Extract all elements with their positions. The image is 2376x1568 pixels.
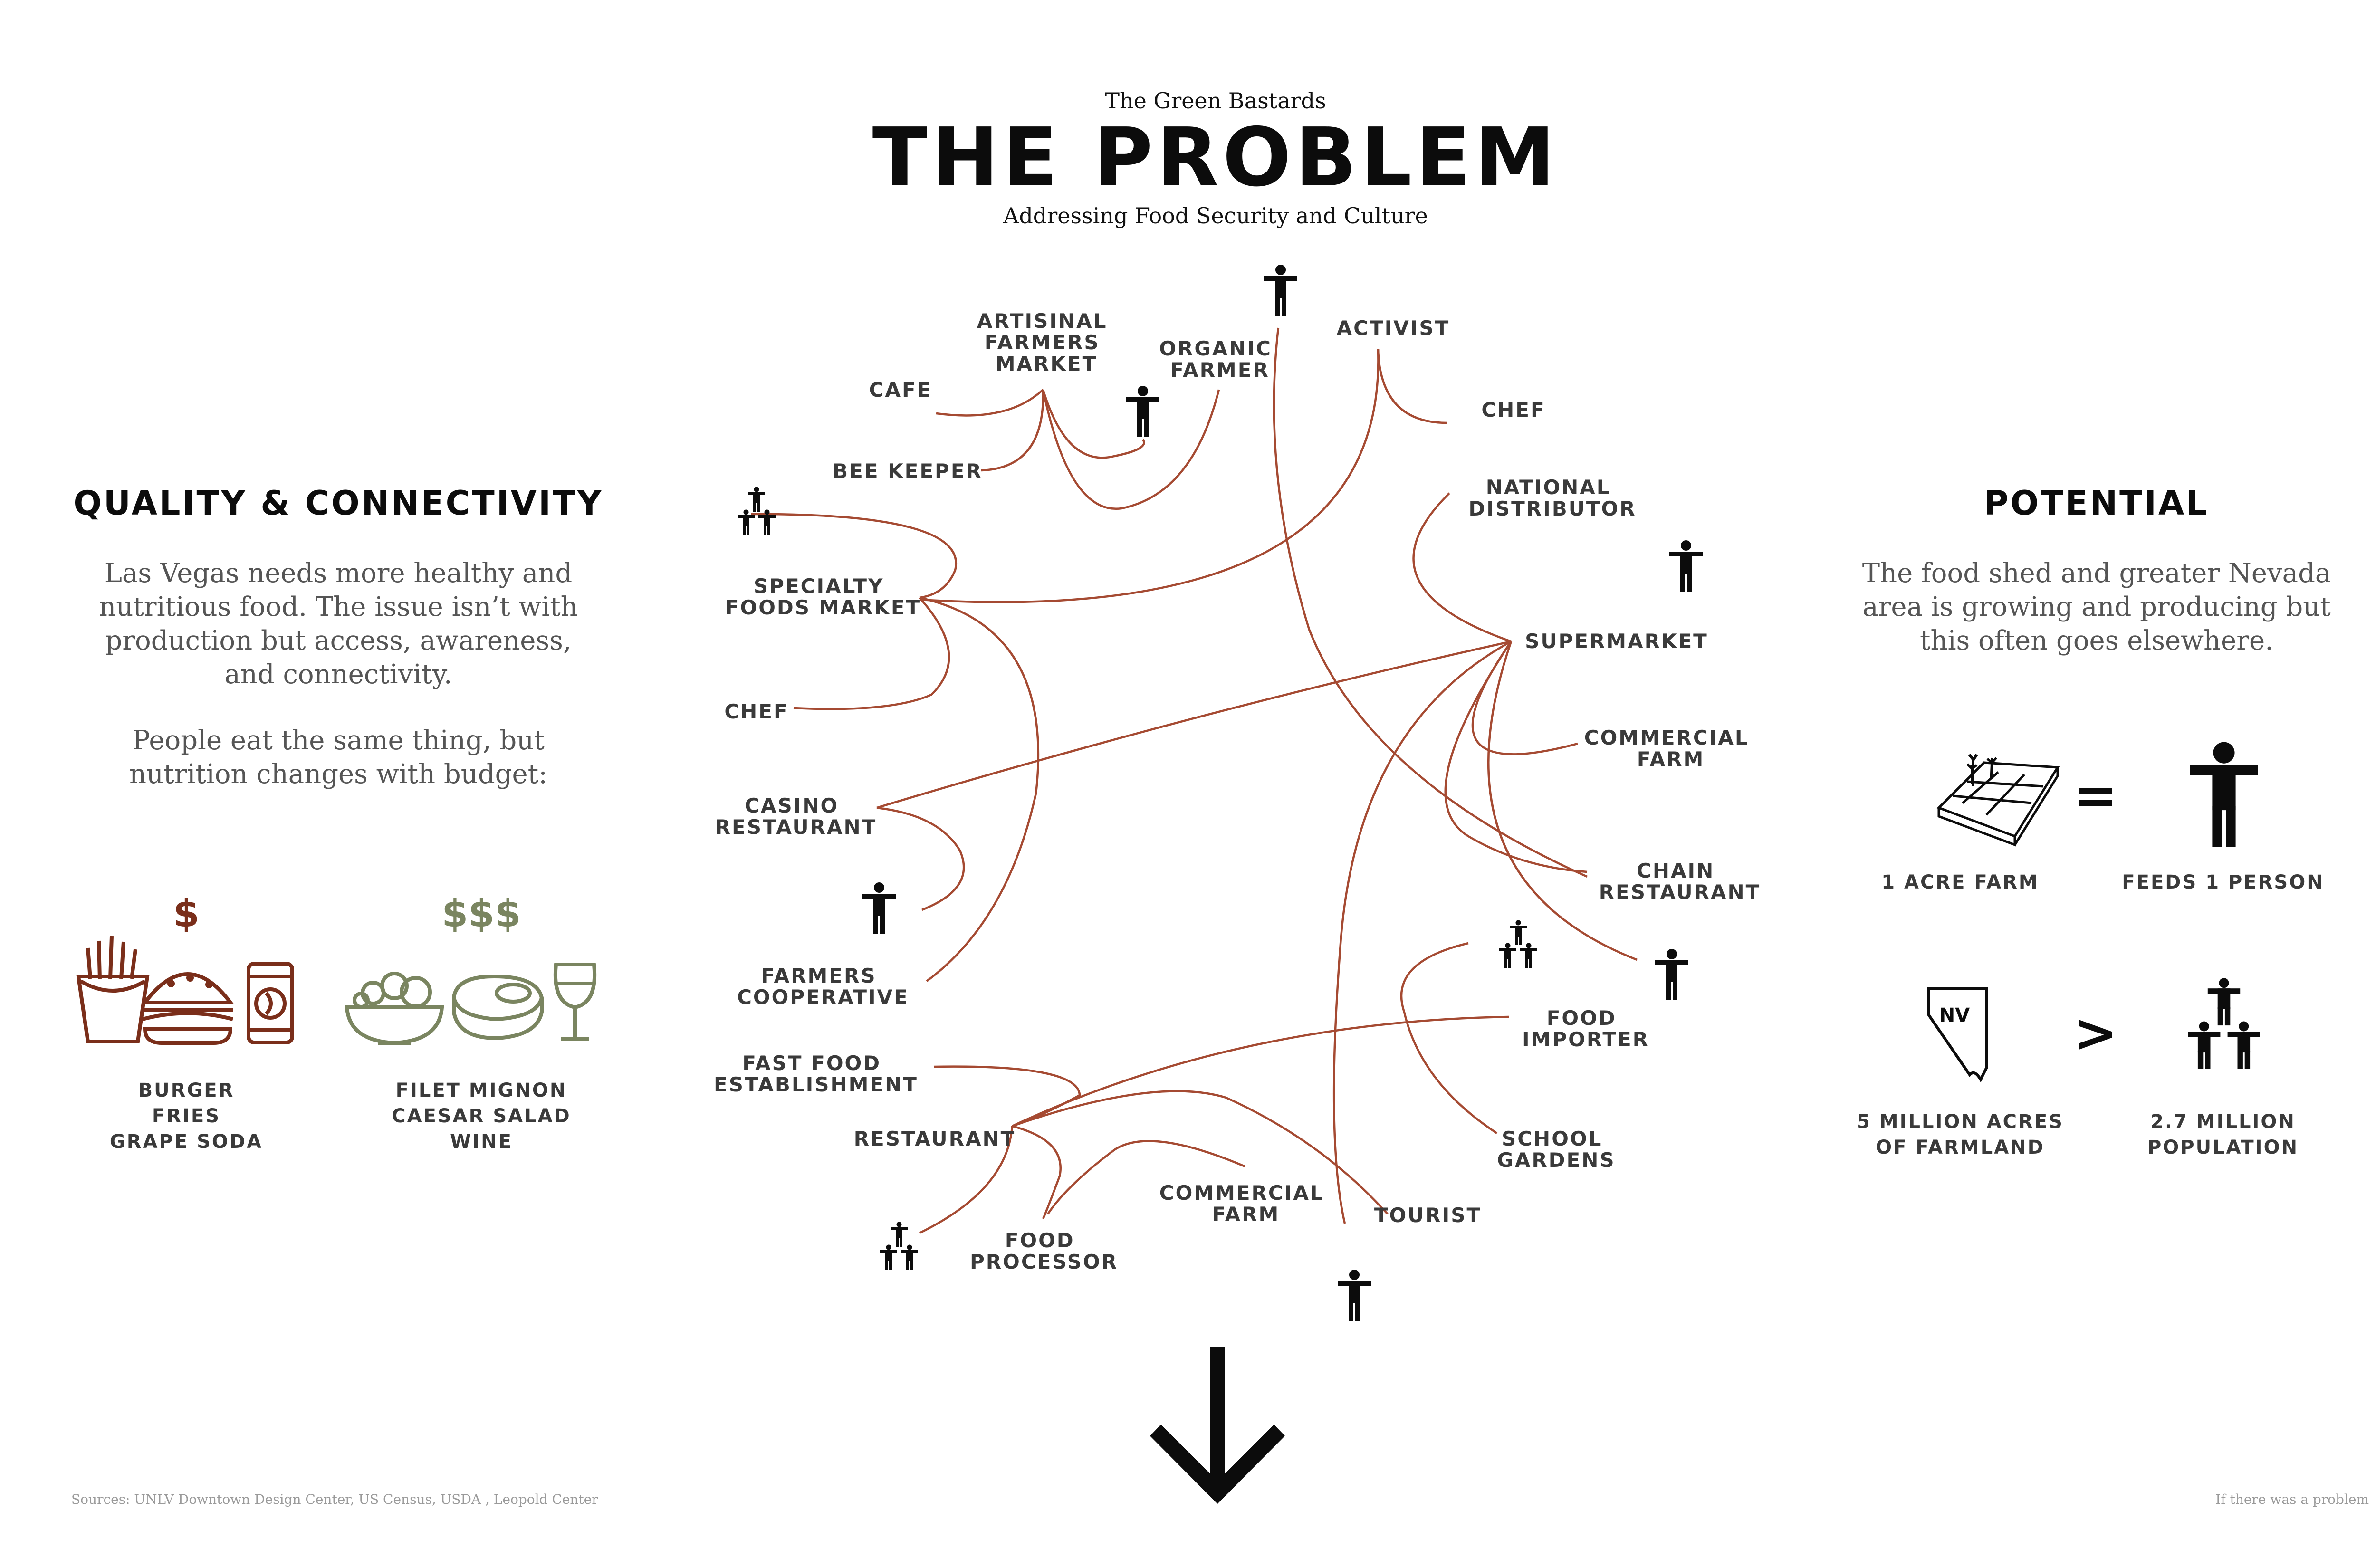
salad-bowl-icon: [345, 972, 444, 1045]
acres-label-2: OF FARMLAND: [1876, 1137, 2045, 1158]
group-icon: [2188, 978, 2260, 1069]
node-organic-farmer: ORGANIC FARMER: [1159, 337, 1280, 382]
cheap-item-2: FRIES: [152, 1105, 220, 1127]
header-subtitle: Addressing Food Security and Culture: [1003, 203, 1428, 229]
feeds-label: FEEDS 1 PERSON: [2122, 871, 2324, 893]
burger-icon: [141, 972, 235, 1045]
left-para-line-3: production but access, awareness,: [105, 625, 571, 656]
person-icon: [1126, 386, 1159, 437]
pop-label-1: 2.7 MILLION: [2150, 1111, 2296, 1133]
right-heading: POTENTIAL: [1984, 484, 2209, 523]
equals-sign: =: [2074, 765, 2117, 826]
node-food-processor: FOOD PROCESSOR: [970, 1229, 1118, 1273]
group-icon: [738, 487, 776, 535]
wine-glass-icon: [553, 963, 597, 1041]
node-food-importer: FOOD IMPORTER: [1522, 1006, 1649, 1051]
node-bee-keeper: BEE KEEPER: [833, 459, 983, 483]
node-chef-top: CHEF: [1481, 398, 1545, 421]
state-abbr: NV: [1939, 1004, 1970, 1026]
person-icon: [1669, 540, 1703, 592]
person-icon: [1338, 1270, 1371, 1321]
nevada-map-icon: NV: [1927, 987, 1988, 1083]
node-cafe: CAFE: [869, 378, 932, 402]
node-national-distributor: NATIONAL DISTRIBUTOR: [1468, 476, 1636, 520]
expensive-item-1: FILET MIGNON: [396, 1080, 567, 1101]
cheap-price: $: [173, 891, 200, 936]
expensive-item-3: WINE: [450, 1131, 513, 1153]
person-icon: [2190, 742, 2258, 847]
farm-plot-icon: [1936, 754, 2060, 847]
farm-label: 1 ACRE FARM: [1881, 871, 2039, 893]
node-farmers-cooperative: FARMERS COOPERATIVE: [737, 964, 909, 1009]
node-fast-food-establishment: FAST FOOD ESTABLISHMENT: [714, 1052, 918, 1096]
left-para-line-5: People eat the same thing, but: [132, 725, 545, 756]
cheap-item-3: GRAPE SODA: [110, 1131, 263, 1153]
expensive-item-2: CAESAR SALAD: [392, 1105, 571, 1127]
network-connectors: [750, 327, 1638, 1234]
right-para-line-3: this often goes elsewhere.: [1920, 625, 2273, 656]
cheap-item-1: BURGER: [138, 1080, 235, 1101]
node-school-gardens: SCHOOL GARDENS: [1497, 1127, 1615, 1172]
person-icon: [1655, 949, 1688, 1000]
greater-than-sign: >: [2074, 1003, 2117, 1063]
node-activist: ACTIVIST: [1337, 316, 1450, 340]
right-para-line-1: The food shed and greater Nevada: [1862, 558, 2331, 589]
left-para-line-4: and connectivity.: [224, 659, 452, 690]
steak-icon: [452, 974, 544, 1041]
page-title: THE PROBLEM: [872, 111, 1559, 205]
left-para-line-6: nutrition changes with budget:: [129, 759, 547, 790]
footer-sources: Sources: UNLV Downtown Design Center, US…: [71, 1492, 598, 1507]
left-para-line-1: Las Vegas needs more healthy and: [105, 558, 572, 589]
footer-note: If there was a problem: [2215, 1492, 2369, 1507]
node-restaurant: RESTAURANT: [854, 1127, 1016, 1150]
person-icon: [862, 882, 896, 934]
header-kicker: The Green Bastards: [1105, 88, 1326, 114]
person-icon: [1264, 265, 1297, 316]
node-casino-restaurant: CASINO RESTAURANT: [715, 794, 877, 839]
expensive-price: $$$: [442, 891, 521, 936]
down-arrow-icon: [1150, 1347, 1285, 1504]
node-commercial-farm-right: COMMERCIAL FARM: [1584, 726, 1758, 771]
node-commercial-farm-bottom: COMMERCIAL FARM: [1159, 1181, 1333, 1226]
node-chef-left: CHEF: [724, 700, 788, 723]
node-chain-restaurant: CHAIN RESTAURANT: [1599, 859, 1761, 904]
right-para-line-2: area is growing and producing but: [1862, 592, 2331, 622]
soda-can-icon: [247, 962, 294, 1044]
pop-label-2: POPULATION: [2147, 1137, 2299, 1158]
group-icon: [1499, 920, 1537, 968]
left-heading: QUALITY & CONNECTIVITY: [74, 484, 604, 523]
fries-icon: [76, 936, 150, 1043]
node-supermarket: SUPERMARKET: [1525, 630, 1708, 653]
left-para-line-2: nutritious food. The issue isn’t with: [99, 592, 578, 622]
acres-label-1: 5 MILLION ACRES: [1857, 1111, 2064, 1133]
group-icon: [880, 1222, 918, 1270]
node-specialty-foods-market: SPECIALTY FOODS MARKET: [725, 574, 921, 619]
node-artisinal-farmers-market: ARTISINAL FARMERS MARKET: [977, 309, 1116, 375]
node-tourist: TOURIST: [1374, 1204, 1482, 1227]
